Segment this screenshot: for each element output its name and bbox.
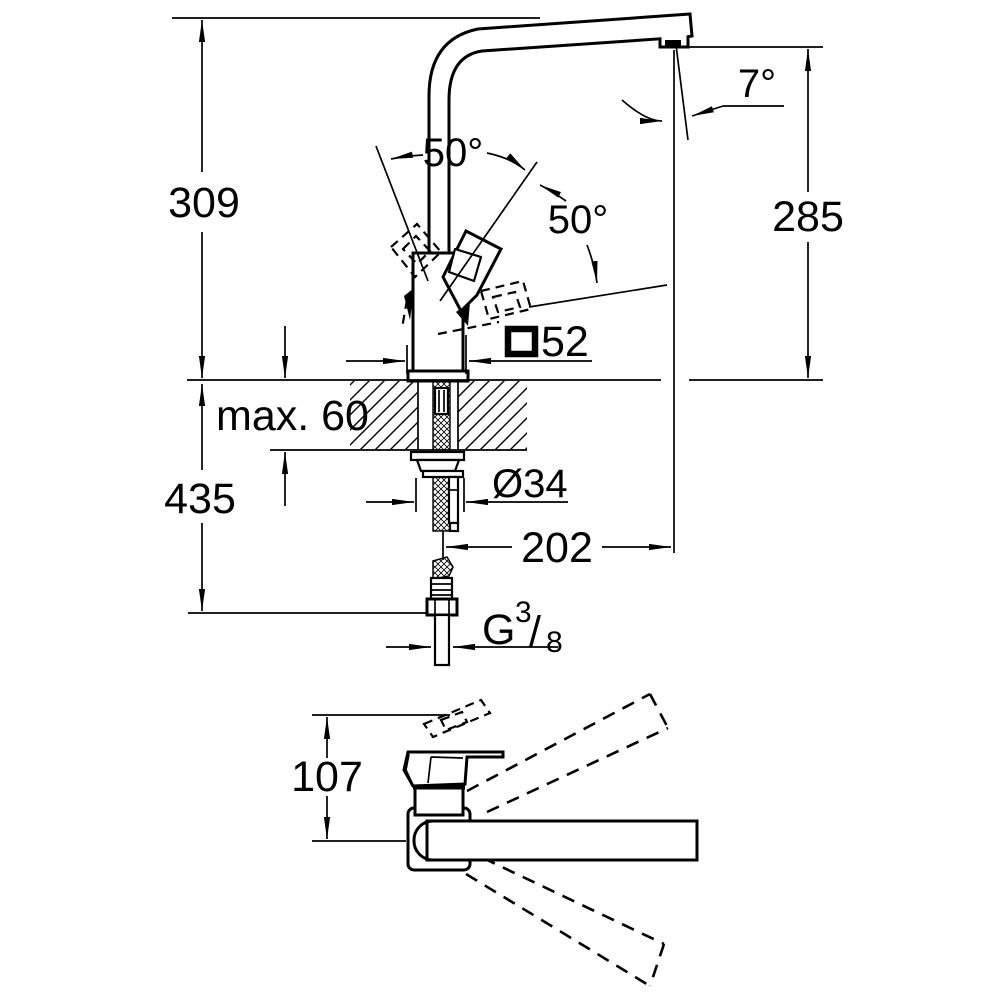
spout-swivel-range <box>465 692 670 988</box>
hose-nut <box>425 597 459 617</box>
dim-hole-diameter: Ø34 <box>366 462 568 512</box>
handle-swing-lower-label: 50° <box>548 198 609 242</box>
spout-angle-label: 7° <box>738 62 776 106</box>
below-deck-label: 435 <box>164 475 236 523</box>
dim-spout-angle: 7° <box>621 44 784 553</box>
body-square-label: 52 <box>541 318 589 366</box>
thread-denominator-label: 8 <box>546 626 563 659</box>
aerator-icon <box>665 40 681 46</box>
hole-diameter-label: Ø34 <box>492 462 568 506</box>
countertop-section <box>350 381 527 449</box>
thread-slash-label: / <box>529 608 541 656</box>
square-symbol-icon <box>504 325 539 358</box>
cartridge-plan <box>413 785 465 817</box>
handle-edge-left <box>404 288 414 320</box>
top-view: 107 <box>291 692 699 988</box>
dim-handle-swing: 50° 50° <box>375 131 668 308</box>
base-plate <box>406 369 470 383</box>
side-view: 50° 50° 7° 309 285 <box>164 12 844 667</box>
dim-202: 202 <box>446 524 671 572</box>
dim-thread: G 3 / 8 <box>386 596 563 659</box>
connection-hose <box>433 613 451 667</box>
swivel-joint-plan <box>412 819 434 862</box>
installation-parts <box>409 380 466 667</box>
handle-swing-upper-label: 50° <box>423 131 484 175</box>
dim-285: 285 <box>688 46 844 378</box>
thread-letter-label: G <box>482 606 515 654</box>
thread-numerator-label: 3 <box>515 596 532 629</box>
handle-edge-right <box>456 302 470 326</box>
spout-outline <box>427 12 694 253</box>
dim-435: 435 <box>164 384 427 614</box>
deck-thickness-label: max. 60 <box>216 392 369 440</box>
spout-reach-label: 202 <box>521 524 593 572</box>
dim-max-60: max. 60 <box>216 326 369 506</box>
plan-depth-label: 107 <box>291 753 363 801</box>
dim-107: 107 <box>291 714 450 842</box>
spout-plan <box>425 819 699 862</box>
handle-plan <box>402 698 505 788</box>
handle-dashed-lowered <box>479 279 533 321</box>
outlet-height-label: 285 <box>772 193 844 241</box>
dim-52: 52 <box>346 318 592 374</box>
total-height-label: 309 <box>168 179 240 227</box>
dim-309: 309 <box>168 17 540 378</box>
